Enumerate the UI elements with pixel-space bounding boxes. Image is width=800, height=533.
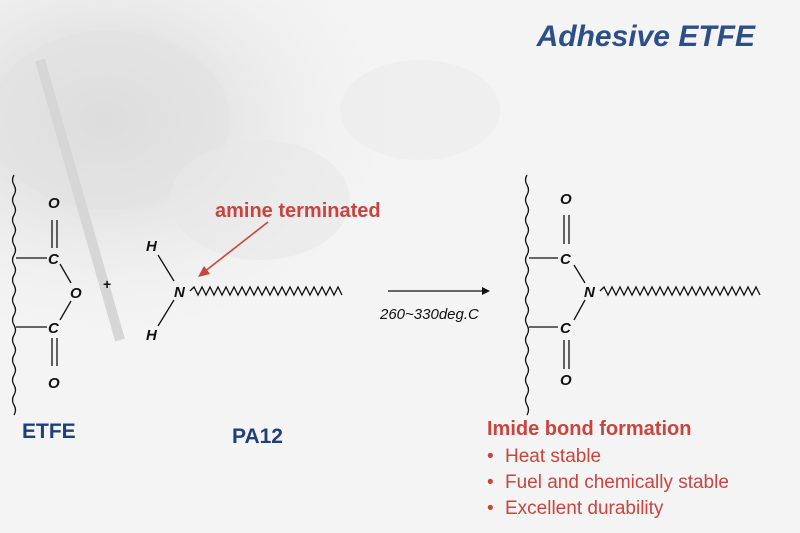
plus-sign: + (103, 276, 111, 292)
benefit-list: •Heat stable •Fuel and chemically stable… (487, 444, 729, 522)
bullet-glyph: • (487, 498, 494, 519)
product-n-imide: N (584, 284, 596, 301)
product-o-top: O (560, 191, 572, 208)
page-title: Adhesive ETFE (536, 20, 755, 53)
etfe-backbone (11, 174, 17, 416)
product-c-bottom: C (560, 320, 572, 337)
imide-heading: Imide bond formation (487, 418, 692, 440)
amine-terminated-annotation: amine terminated (215, 200, 381, 222)
reaction-condition: 260~330deg.C (380, 306, 479, 323)
atom-c-top: C (48, 251, 60, 268)
bullet-glyph: • (487, 472, 494, 493)
product-backbone (524, 174, 530, 416)
atom-o-top: O (48, 195, 60, 212)
product-chain (599, 285, 761, 297)
atom-o-bottom: O (48, 375, 60, 392)
atom-h-bottom: H (146, 327, 158, 344)
pa12-label: PA12 (232, 425, 283, 448)
atom-o-ring: O (70, 285, 82, 302)
bullet-glyph: • (487, 446, 494, 467)
annotation-arrowhead (198, 266, 210, 277)
atom-c-bottom: C (48, 320, 60, 337)
product-c-top: C (560, 251, 572, 268)
etfe-label: ETFE (22, 420, 76, 443)
list-item: •Excellent durability (487, 496, 729, 522)
list-item: •Heat stable (487, 444, 729, 470)
reaction-arrowhead (482, 287, 490, 295)
atom-n-amine: N (174, 284, 186, 301)
pa12-chain (189, 285, 343, 297)
list-item: •Fuel and chemically stable (487, 470, 729, 496)
product-o-bottom: O (560, 372, 572, 389)
atom-h-top: H (146, 238, 158, 255)
